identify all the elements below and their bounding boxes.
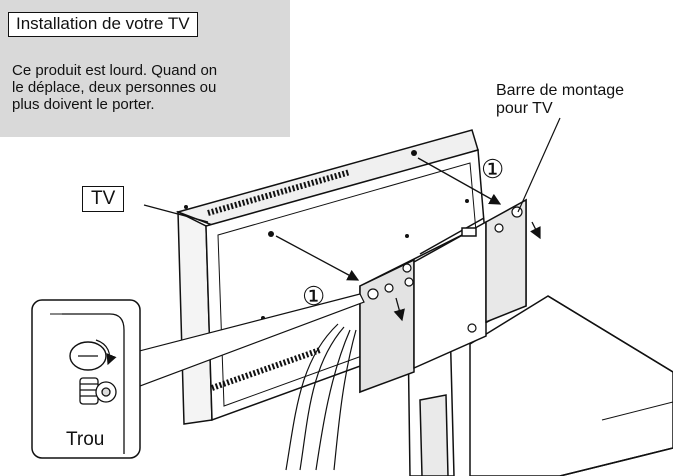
mounting-bar-slots bbox=[367, 206, 523, 333]
step-marker-left: ① bbox=[302, 281, 326, 311]
stand-base-shelf bbox=[469, 295, 673, 476]
step-marker-top: ① bbox=[481, 154, 505, 184]
diagram-title: Installation de votre TV bbox=[8, 12, 198, 37]
screw-icon bbox=[79, 377, 117, 405]
leader-lines bbox=[143, 117, 561, 223]
tv-vent-slots bbox=[207, 169, 351, 391]
tv-label: TV bbox=[82, 186, 125, 212]
tv-screw-holes bbox=[184, 150, 469, 320]
hole-label: Trou bbox=[66, 429, 105, 450]
mounting-bar-label: Barre de montage pour TV bbox=[496, 82, 625, 117]
insertion-arrows bbox=[275, 157, 541, 322]
hole-detail-callout bbox=[31, 293, 365, 459]
weight-warning-text: Ce produit est lourd. Quand on le déplac… bbox=[12, 62, 218, 113]
tv-cables bbox=[285, 323, 357, 471]
